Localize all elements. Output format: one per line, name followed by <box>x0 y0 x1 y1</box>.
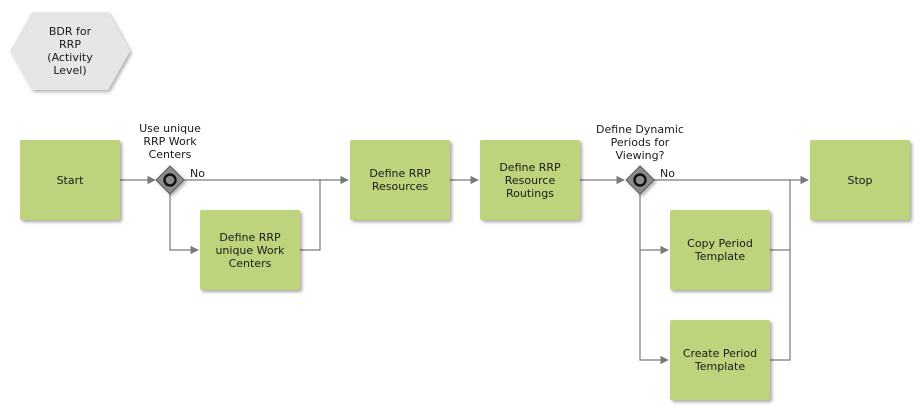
connector-copy-to-merge <box>770 180 791 251</box>
task-create-period-template[interactable]: Create Period Template <box>670 320 770 400</box>
task-define-unique-work-centers[interactable]: Define RRP unique Work Centers <box>200 210 300 290</box>
gateway-dynamic-periods-no-label: No <box>660 167 675 180</box>
gateway-unique-work-centers-no-label: No <box>190 167 205 180</box>
connector-gateway2-to-copy <box>639 194 669 255</box>
gateway-unique-work-centers-question: Use unique RRP Work Centers <box>139 122 201 161</box>
task-create-period-template-label: Create Period Template <box>682 347 758 373</box>
connector-gateway2-to-create <box>639 250 669 365</box>
gateway-unique-work-centers <box>155 165 185 195</box>
task-define-unique-work-centers-label: Define RRP unique Work Centers <box>215 230 285 270</box>
task-define-resources[interactable]: Define RRP Resources <box>350 140 450 220</box>
task-define-resource-routings-label: Define RRP Resource Routings <box>499 160 561 200</box>
task-define-resources-label: Define RRP Resources <box>369 167 431 193</box>
task-copy-period-template-label: Copy Period Template <box>687 237 753 263</box>
connector-workcenters-to-merge <box>300 180 321 251</box>
process-title: BDR for RRP (Activity Level) <box>47 25 93 77</box>
stop-label: Stop <box>847 173 873 187</box>
task-copy-period-template[interactable]: Copy Period Template <box>670 210 770 290</box>
connector-gateway1-yes <box>169 194 199 255</box>
task-define-resource-routings[interactable]: Define RRP Resource Routings <box>480 140 580 220</box>
stop-event[interactable]: Stop <box>810 140 910 220</box>
gateway-dynamic-periods-question: Define Dynamic Periods for Viewing? <box>596 123 684 162</box>
gateway-dynamic-periods <box>625 165 655 195</box>
start-event[interactable]: Start <box>20 140 120 220</box>
hexagon-shape <box>10 12 130 90</box>
start-label: Start <box>56 173 84 187</box>
connector-create-to-merge <box>770 250 791 361</box>
process-title-shape: BDR for RRP (Activity Level) <box>10 10 130 92</box>
